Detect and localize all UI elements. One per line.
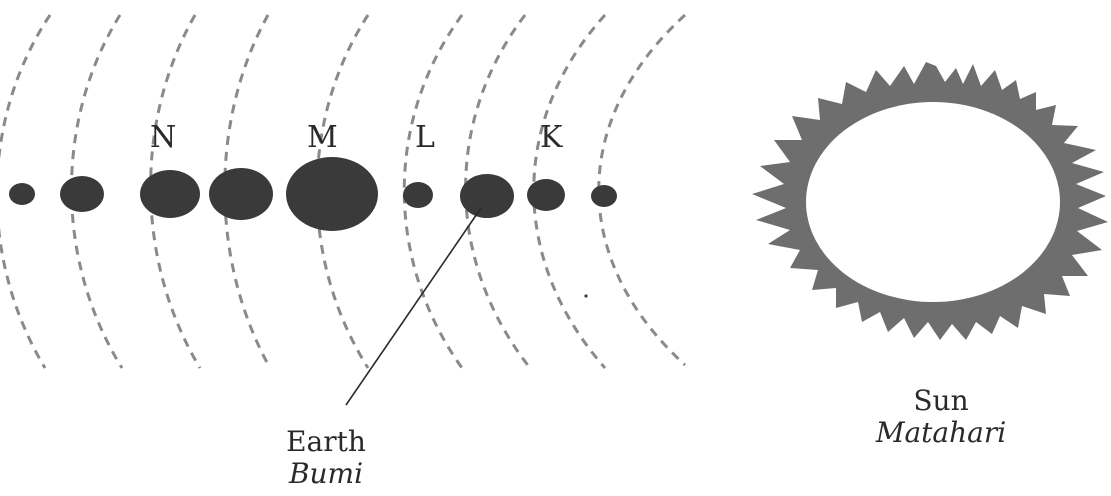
earth-label-malay: Bumi — [288, 457, 364, 490]
planet-earth — [460, 174, 514, 218]
orbit-line — [0, 14, 52, 369]
earth-caption: Earth Bumi — [266, 428, 386, 488]
earth-label-english: Earth — [286, 425, 366, 458]
sun-disc — [806, 102, 1060, 302]
planet — [60, 176, 104, 212]
sun-label-english: Sun — [913, 384, 969, 417]
planet-k — [527, 179, 565, 211]
planet-label-k: K — [540, 120, 563, 155]
speck — [584, 294, 588, 298]
earth-pointer-line — [345, 207, 482, 406]
planet-m — [286, 157, 378, 231]
planet — [591, 185, 617, 207]
planet-n — [140, 170, 200, 218]
orbit-line — [315, 14, 370, 369]
sun-caption: Sun Matahari — [866, 387, 1016, 447]
planet-l — [403, 182, 433, 208]
planet-label-n: N — [150, 120, 177, 155]
planet — [209, 168, 273, 220]
sun — [752, 62, 1108, 340]
sun-label-malay: Matahari — [875, 416, 1007, 449]
planet — [9, 183, 35, 205]
planet-label-m: M — [307, 120, 338, 155]
planet-label-l: L — [415, 120, 435, 155]
orbit-line — [464, 14, 532, 369]
orbit-line — [402, 14, 464, 369]
planets — [9, 157, 617, 231]
